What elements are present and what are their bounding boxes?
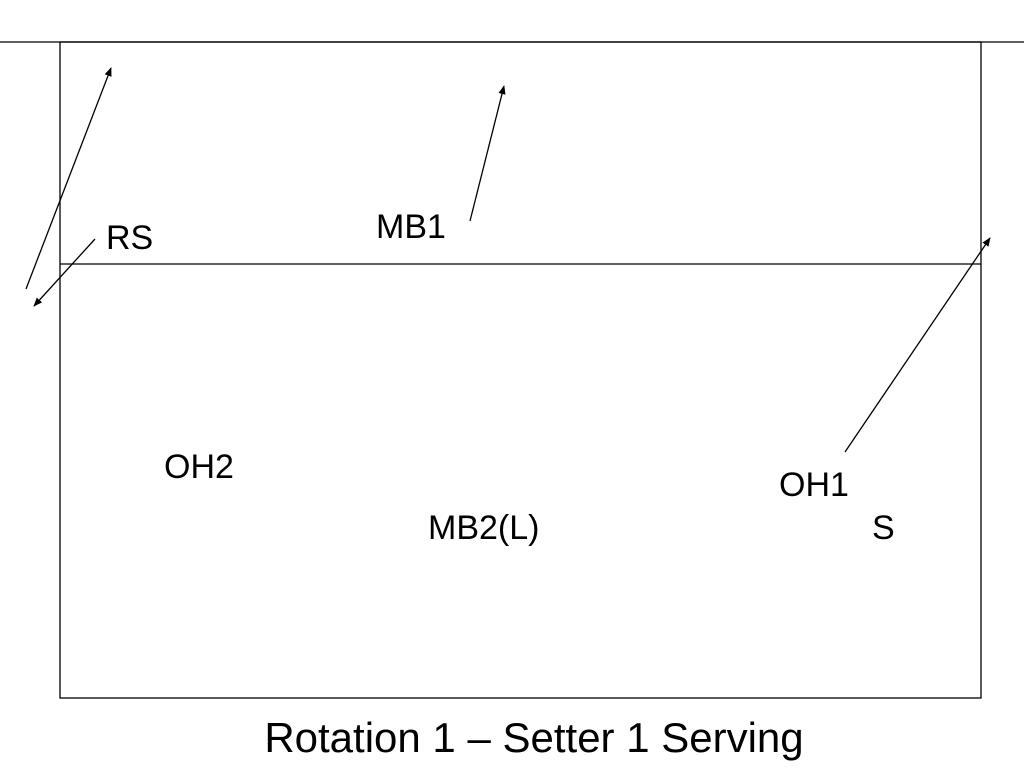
- mb1-arrow: [469, 85, 506, 222]
- player-label-mb1: MB1: [376, 208, 446, 246]
- player-label-s: S: [872, 509, 895, 547]
- slide-caption: Rotation 1 – Setter 1 Serving: [264, 714, 803, 761]
- player-label-rs: RS: [106, 219, 153, 257]
- player-label-oh1: OH1: [779, 466, 849, 504]
- player-label-oh2: OH2: [164, 448, 234, 486]
- oh1-arrow: [844, 237, 991, 453]
- player-label-mb2: MB2(L): [428, 509, 539, 547]
- rs-arrow: [33, 238, 96, 307]
- serve-arrow-left: [25, 67, 112, 290]
- court-outline: [59, 41, 982, 699]
